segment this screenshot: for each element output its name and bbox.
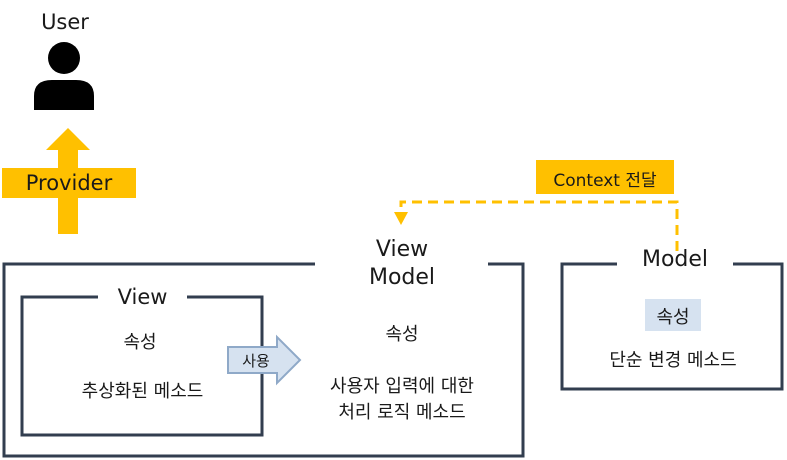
user-icon	[34, 42, 94, 110]
uses-arrow	[227, 334, 302, 386]
viewmodel-title-line1: View	[375, 237, 429, 262]
model-property: 속성	[656, 307, 690, 328]
context-dashed-line	[394, 200, 679, 251]
provider-arrow	[2, 128, 136, 234]
model-box	[560, 262, 784, 391]
viewmodel-title-line2: Model	[368, 265, 436, 290]
model-property-highlight	[645, 299, 701, 331]
viewmodel-property: 속성	[385, 324, 419, 345]
viewmodel-method-line2: 처리 로직 메소드	[338, 402, 466, 423]
view-property: 속성	[123, 332, 157, 353]
context-transfer-label: Context 전달	[553, 171, 657, 191]
provider-label: Provider	[25, 171, 113, 195]
viewmodel-method-line1: 사용자 입력에 대한	[330, 376, 474, 397]
model-method: 단순 변경 메소드	[609, 350, 737, 371]
context-label-box	[536, 160, 674, 194]
view-title: View	[117, 285, 168, 309]
uses-arrow-label: 사용	[242, 352, 270, 370]
viewmodel-box	[2, 262, 525, 458]
view-box	[20, 295, 264, 437]
model-title: Model	[641, 247, 709, 272]
view-method: 추상화된 메소드	[81, 381, 204, 402]
user-label: User	[41, 10, 89, 34]
